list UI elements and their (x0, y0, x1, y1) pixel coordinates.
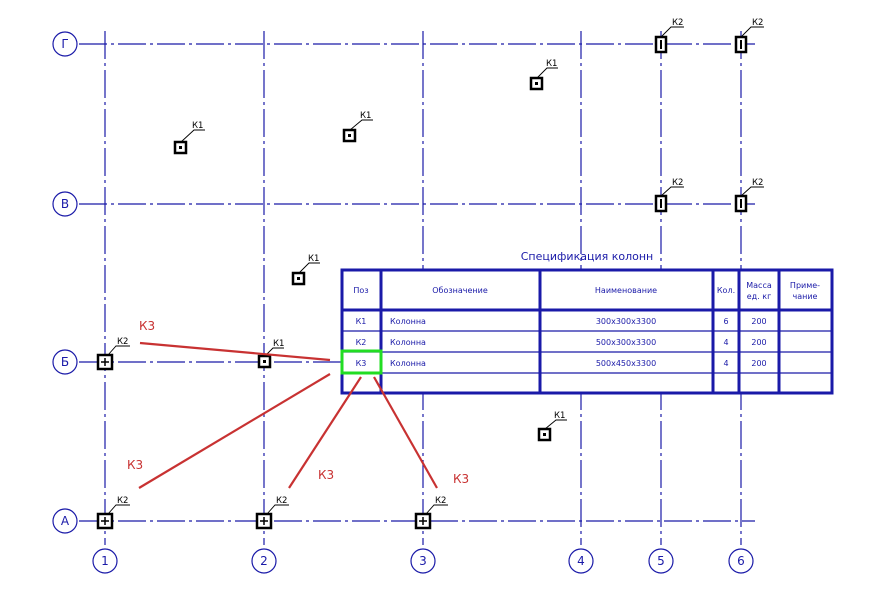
column-mark-label: К2 (276, 496, 287, 506)
axis-label-3: 3 (419, 554, 427, 568)
spec-header-note-cont: чание (793, 292, 818, 301)
callout-label: К3 (127, 458, 143, 472)
column-mark-label: К1 (554, 411, 565, 421)
column-mark-label: К2 (752, 178, 763, 188)
axis-label-5: 5 (657, 554, 665, 568)
spec-header-name: Наименование (595, 286, 657, 295)
spec-cell-name: 500х450х3300 (596, 359, 656, 368)
column-mark-label: К1 (273, 339, 284, 349)
axis-label-4: 4 (577, 554, 585, 568)
spec-cell-designation: Колонна (390, 359, 426, 368)
column-mark-label: К2 (435, 496, 446, 506)
axis-bubble-4: 4 (568, 548, 594, 574)
axis-bubble-5: 5 (648, 548, 674, 574)
callout-line (288, 376, 362, 489)
axis-bubble-2: 2 (251, 548, 277, 574)
axis-bubble-6: 6 (728, 548, 754, 574)
spec-header-note: Приме- (790, 281, 820, 290)
axis-bubble-a: А (52, 508, 78, 534)
spec-header-mass: Масса (746, 281, 772, 290)
callout-line (373, 376, 438, 489)
column-k2[interactable]: К2 (734, 18, 764, 54)
column-k1[interactable]: К1 (529, 59, 558, 91)
column-k1[interactable]: К1 (173, 121, 205, 155)
axis-label-2: 2 (260, 554, 268, 568)
axis-label-6: 6 (737, 554, 745, 568)
column-k1[interactable]: К1 (342, 111, 373, 143)
axis-bubble-v: В (52, 191, 78, 217)
column-mark-label: К1 (192, 121, 203, 131)
spec-header-mass-unit: ед. кг (747, 292, 772, 301)
spec-cell-mass: 200 (751, 338, 766, 347)
axis-label-a: А (61, 514, 70, 528)
axis-bubble-b: Б (52, 349, 78, 375)
spec-cell-designation: Колонна (390, 317, 426, 326)
spec-cell-mass: 200 (751, 359, 766, 368)
table-row[interactable]: К1 Колонна 300х300х3300 6 200 (356, 317, 767, 326)
spec-cell-name: 300х300х3300 (596, 317, 656, 326)
spec-cell-pos: К3 (356, 359, 367, 368)
spec-cell-pos: К2 (356, 338, 367, 347)
axis-label-g: Г (61, 37, 68, 51)
table-row[interactable]: К2 Колонна 500х300х3300 4 200 (356, 338, 767, 347)
axis-label-1: 1 (101, 554, 109, 568)
column-k1[interactable]: К1 (291, 254, 320, 286)
column-mark-label: К2 (672, 18, 683, 28)
column-k2[interactable]: К2 (734, 178, 764, 213)
column-mark-label: К2 (117, 337, 128, 347)
axis-bubble-g: Г (52, 31, 78, 57)
callout-line (139, 341, 331, 362)
column-mark-label: К1 (360, 111, 371, 121)
column-mark-label: К1 (546, 59, 557, 69)
spec-cell-qty: 4 (723, 338, 728, 347)
spec-cell-mass: 200 (751, 317, 766, 326)
column-k2[interactable]: К2 (96, 496, 130, 530)
column-mark-label: К2 (672, 178, 683, 188)
spec-cell-designation: Колонна (390, 338, 426, 347)
callout-label: К3 (318, 468, 334, 482)
table-row[interactable]: К3 Колонна 500х450х3300 4 200 (356, 359, 767, 368)
column-k2[interactable]: К2 (414, 496, 448, 530)
column-mark-label: К2 (752, 18, 763, 28)
spec-cell-pos: К1 (356, 317, 367, 326)
spec-header-pos: Поз (353, 286, 368, 295)
highlight-k3-cell[interactable] (340, 349, 383, 375)
spec-table: Спецификация колонн Поз Обозначение Наим… (340, 250, 834, 395)
axis-bubble-3: 3 (410, 548, 436, 574)
spec-header-qty: Кол. (717, 286, 735, 295)
spec-cell-name: 500х300х3300 (596, 338, 656, 347)
callout-label: К3 (139, 319, 155, 333)
column-k2[interactable]: К2 (654, 178, 684, 213)
callout-group: К3 К3 К3 К3 (127, 319, 469, 489)
axis-label-v: В (61, 197, 69, 211)
spec-title: Спецификация колонн (521, 250, 653, 263)
column-k1[interactable]: К1 (537, 411, 567, 442)
column-k2[interactable]: К2 (255, 496, 289, 530)
spec-header-designation: Обозначение (432, 286, 488, 295)
callout-line (138, 373, 331, 489)
axis-label-b: Б (61, 355, 69, 369)
column-mark-label: К2 (117, 496, 128, 506)
spec-cell-qty: 4 (723, 359, 728, 368)
column-k2[interactable]: К2 (96, 337, 130, 371)
axis-bubble-1: 1 (92, 548, 118, 574)
column-k2[interactable]: К2 (654, 18, 684, 54)
callout-label: К3 (453, 472, 469, 486)
column-mark-label: К1 (308, 254, 319, 264)
spec-cell-qty: 6 (723, 317, 728, 326)
